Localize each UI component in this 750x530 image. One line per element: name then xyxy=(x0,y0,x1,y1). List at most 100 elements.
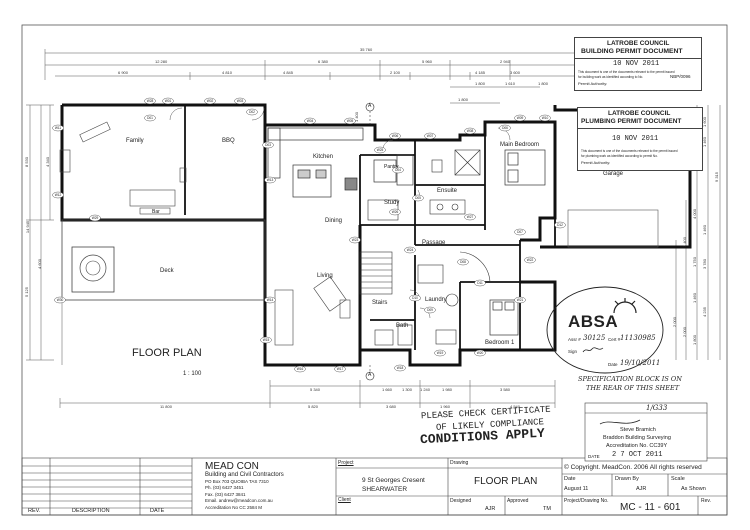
window-tag-marker xyxy=(52,191,64,199)
dimension-label: 1 600 xyxy=(702,116,708,128)
copyright-notice: © Copyright. MeadCon. 2006 All rights re… xyxy=(564,464,702,471)
window-tag-label: W16 xyxy=(297,367,304,371)
window-tag-label: W25 xyxy=(377,148,384,152)
window-tag-marker xyxy=(144,97,156,105)
window-tag-label: W14 xyxy=(267,298,274,302)
company-fax: Fax. (03) 6427 3841 xyxy=(205,492,246,497)
window-tag-marker xyxy=(374,146,386,154)
absa-date-label: Date xyxy=(608,362,618,367)
window-tag-label: D08 xyxy=(460,260,466,264)
window-tag-marker xyxy=(204,97,216,105)
window-tag-label: D01 xyxy=(147,116,153,120)
room-label-stairs: Stairs xyxy=(372,300,388,306)
stamp-divider xyxy=(575,58,701,59)
dimension-label: 11 800 xyxy=(160,404,172,409)
window-tag-marker xyxy=(554,221,566,229)
dimension-label: 1 460 xyxy=(692,292,698,304)
absa-assr-label: Assr # xyxy=(568,337,581,342)
revision-column-rev: REV. xyxy=(28,508,41,514)
section-mark-top: A xyxy=(368,103,372,109)
dimension-label: 1 240 xyxy=(420,387,431,392)
company-phone: Ph. (03) 6427 3451 xyxy=(205,485,244,490)
dimension-label: 4 845 xyxy=(283,70,294,75)
room-label-living: Living xyxy=(317,273,333,279)
project-label: Project xyxy=(338,460,354,466)
dimension-label: 3 600 xyxy=(510,70,521,75)
window-tag-label: W23 xyxy=(352,238,359,242)
dimension-label: 5 960 xyxy=(422,59,433,64)
room-label-dining: Dining xyxy=(325,218,343,224)
window-tag-label: W19 xyxy=(437,351,444,355)
window-tag-label: D06 xyxy=(502,126,508,130)
date-value: August 11 xyxy=(564,486,589,492)
room-label-bbq: BBQ xyxy=(222,138,235,144)
window-tag-label: W28 xyxy=(147,99,154,103)
scale-value: As Shown xyxy=(681,486,706,492)
window-tag-marker xyxy=(89,214,101,222)
scale-label: Scale xyxy=(671,476,685,482)
dimension-label: 6 900 xyxy=(118,70,129,75)
window-tag-marker xyxy=(389,208,401,216)
project-address: 9 St Georges Cresent xyxy=(362,477,425,484)
window-tag-marker xyxy=(464,213,476,221)
window-tag-marker xyxy=(294,365,306,373)
specification-note-line1: SPECIFICATION BLOCK IS ON xyxy=(578,375,682,383)
window-tag-marker xyxy=(52,124,64,132)
window-tag-label: D02 xyxy=(249,110,255,114)
approved-label: Approved xyxy=(507,498,529,504)
revision-label: Rev. xyxy=(701,498,711,504)
room-label-deck: Deck xyxy=(160,268,174,274)
window-tag-marker xyxy=(524,256,536,264)
absa-signature-icon xyxy=(582,347,604,353)
dimension-label: 4 600 xyxy=(37,258,43,270)
window-tag-label: W26 xyxy=(392,210,399,214)
window-tag-label: W12 xyxy=(55,193,62,197)
window-tag-marker xyxy=(412,194,424,202)
dimension-label: 1 800 xyxy=(692,334,698,346)
company-accreditation: Accreditation No CC 2584 M xyxy=(205,505,263,510)
dimension-label: 1 460 xyxy=(702,224,708,236)
dimension-label: 8 530 xyxy=(24,156,30,168)
window-tag-label: W20 xyxy=(477,351,484,355)
room-label-pantry: Pantry xyxy=(384,164,399,170)
window-tag-marker xyxy=(349,236,361,244)
surveyor-number: 1/G33 xyxy=(646,404,668,412)
revision-column-date: DATE xyxy=(150,508,165,514)
dimension-label: 3 680 xyxy=(386,404,397,409)
window-tag-label: W06 xyxy=(392,134,399,138)
window-tag-marker xyxy=(262,141,274,149)
window-tag-marker xyxy=(344,117,356,125)
drawing-number: MC - 11 - 601 xyxy=(620,502,681,513)
designed-label: Designed xyxy=(450,498,472,504)
client-label: Client xyxy=(338,497,351,503)
room-label-kitchen: Kitchen xyxy=(313,154,334,160)
room-label-laundry: Laundry xyxy=(425,297,447,303)
plumbing-stamp-note1: This document is one of the documents re… xyxy=(581,149,678,153)
window-tag-marker xyxy=(54,296,66,304)
window-tag-marker xyxy=(457,258,469,266)
window-tag-label: W30 xyxy=(57,298,64,302)
building-stamp-title: BUILDING PERMIT DOCUMENT xyxy=(581,48,683,55)
window-tag-marker xyxy=(264,296,276,304)
window-tag-label: W01 xyxy=(165,99,172,103)
window-tag-marker xyxy=(474,349,486,357)
dimension-label: 1 400 xyxy=(354,111,360,123)
dimension-label: 12 280 xyxy=(155,59,168,64)
dimension-label: 4 235 xyxy=(702,306,708,318)
building-stamp-note2: for building work as identified accordin… xyxy=(578,75,644,79)
revision-column-description: DESCRIPTION xyxy=(72,508,110,514)
room-label-bath: Bath xyxy=(396,323,409,329)
room-label-family: Family xyxy=(126,138,144,144)
dimension-label: 2 940 xyxy=(500,59,511,64)
surveyor-date-label: DATE xyxy=(588,454,600,459)
dimension-label: 1 980 xyxy=(442,387,453,392)
dimension-label: 6 380 xyxy=(318,59,329,64)
company-subtitle: Building and Civil Contractors xyxy=(205,472,284,478)
dimension-label: 2 000 xyxy=(682,326,688,338)
window-tag-marker xyxy=(424,306,436,314)
building-stamp-permit-no: NBP/0096 xyxy=(670,74,691,79)
window-tag-label: W07 xyxy=(427,134,434,138)
room-label-ensuite: Ensuite xyxy=(437,188,458,194)
building-stamp-authority: Permit Authority: xyxy=(578,81,608,86)
window-tag-label: W05 xyxy=(347,119,354,123)
